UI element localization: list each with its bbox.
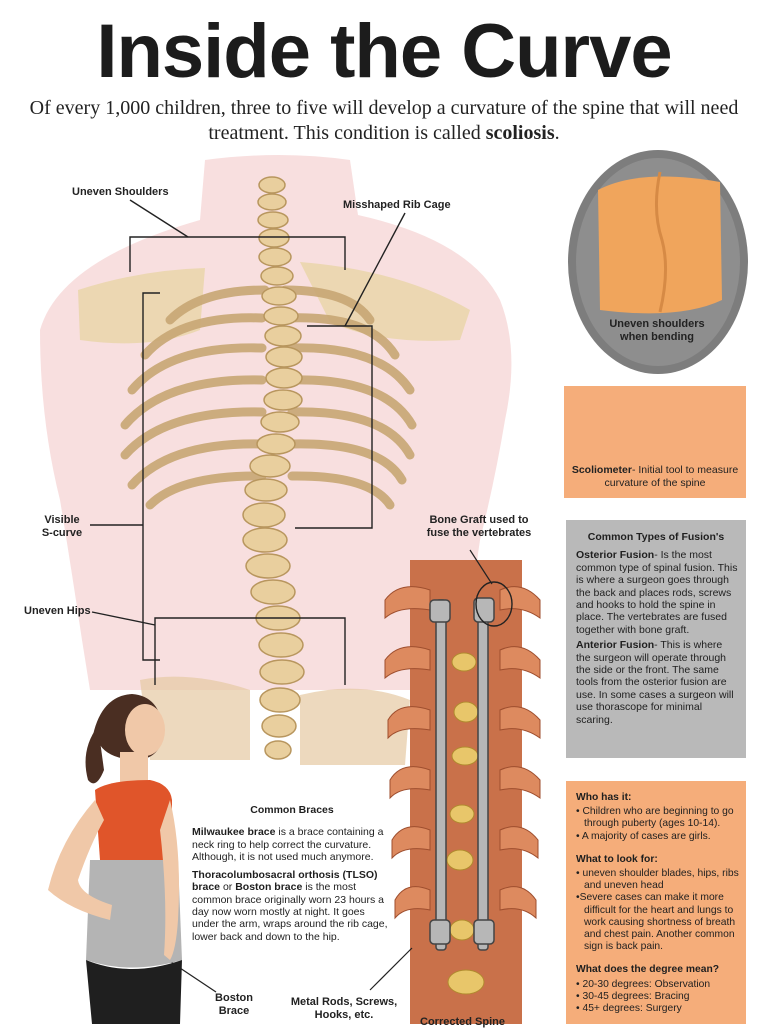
label-bone-graft: Bone Graft used to fuse the vertebrates — [420, 514, 538, 540]
intro-end: . — [554, 122, 560, 144]
label-corrected-spine: Corrected Spine — [420, 1016, 505, 1028]
spine — [242, 176, 305, 760]
look-for-list: • uneven shoulder blades, hips, ribs and… — [576, 868, 740, 953]
tlso-paragraph: Thoracolumbosacral orthosis (TLSO) brace… — [192, 869, 392, 943]
milwaukee-text: is a brace containing a neck ring to hel… — [192, 826, 384, 863]
label-bending-line2: when bending — [620, 331, 694, 343]
bending-inset — [568, 150, 748, 374]
shoulder-blade-left — [78, 268, 205, 344]
hip-right — [300, 688, 410, 765]
label-metal-rods-line1: Metal Rods, Screws, — [290, 996, 398, 1008]
label-boston-line1: Boston — [215, 992, 253, 1004]
tlso-or: or — [220, 881, 236, 894]
fusion-heading: Common Types of Fusion's — [587, 531, 725, 543]
fusion-types-panel: Common Types of Fusion's Osterior Fusion… — [566, 520, 746, 758]
tlso-text: is the most common brace originally worn… — [192, 881, 388, 943]
anterior-fusion-paragraph: Anterior Fusion- This is where the surge… — [576, 639, 738, 726]
scoliometer-desc: - Initial tool to measure curvature of t… — [604, 464, 739, 489]
posterior-fusion-text: - Is the most common type of spinal fusi… — [576, 549, 738, 636]
look-for-item: • uneven shoulder blades, hips, ribs and… — [576, 868, 739, 892]
who-heading: Who has it: — [576, 792, 632, 803]
label-bending: Uneven shoulders when bending — [600, 318, 714, 344]
who-list: • Children who are beginning to go throu… — [576, 806, 740, 843]
tlso-name: Thoracolumbosacral orthosis (TLSO) brace — [192, 869, 378, 894]
look-for-item: •Severe cases can make it more difficult… — [576, 892, 736, 953]
milwaukee-name: Milwaukee brace — [192, 826, 276, 839]
girl-in-brace-illustration — [48, 694, 182, 1024]
label-bone-graft-line2: fuse the vertebrates — [426, 527, 532, 539]
label-visible-line2: S-curve — [41, 527, 83, 539]
label-metal-rods: Metal Rods, Screws, Hooks, etc. — [284, 996, 404, 1022]
label-visible-s-curve: Visible S-curve — [40, 514, 84, 540]
braces-heading: Common Braces — [250, 804, 334, 816]
label-misshaped-rib-cage: Misshaped Rib Cage — [343, 199, 451, 211]
label-boston-line2: Brace — [218, 1005, 250, 1017]
degree-list: • 20-30 degrees: Observation • 30-45 deg… — [576, 979, 740, 1016]
hip-left — [140, 676, 250, 760]
label-boston-brace: Boston Brace — [206, 992, 262, 1018]
intro-paragraph: Of every 1,000 children, three to five w… — [20, 96, 748, 146]
milwaukee-paragraph: Milwaukee brace is a brace containing a … — [192, 826, 392, 863]
label-visible-line1: Visible — [44, 514, 80, 526]
anterior-fusion-name: Anterior Fusion — [576, 639, 655, 652]
degree-item: • 20-30 degrees: Observation — [576, 978, 711, 990]
label-bone-graft-line1: Bone Graft used to — [429, 514, 529, 526]
annotation-lines — [90, 199, 406, 685]
degree-item: • 30-45 degrees: Bracing — [576, 990, 690, 1002]
posterior-fusion-name: Osterior Fusion — [576, 549, 655, 562]
degree-item: • 45+ degrees: Surgery — [576, 1003, 682, 1015]
anterior-fusion-text: - This is where the surgeon will operate… — [576, 639, 734, 726]
scoliometer-name: Scoliometer — [571, 464, 632, 476]
scoliometer-panel: Scoliometer- Initial tool to measure cur… — [564, 386, 746, 498]
look-for-heading: What to look for: — [576, 853, 658, 865]
common-braces-section: Common Braces Milwaukee brace is a brace… — [192, 804, 392, 949]
label-uneven-shoulders: Uneven Shoulders — [72, 186, 169, 198]
scoliometer-caption: Scoliometer- Initial tool to measure cur… — [570, 464, 740, 490]
label-metal-rods-line2: Hooks, etc. — [314, 1009, 374, 1021]
who-has-it-panel: Who has it: • Children who are beginning… — [566, 781, 746, 1024]
fused-spine-illustration — [167, 549, 541, 1024]
rib-cage — [120, 285, 417, 510]
label-uneven-hips: Uneven Hips — [24, 605, 91, 617]
label-bending-line1: Uneven shoulders — [609, 318, 705, 330]
who-item: • A majority of cases are girls. — [576, 830, 711, 842]
who-item: • Children who are beginning to go throu… — [576, 806, 734, 830]
intro-term: scoliosis — [485, 122, 555, 144]
posterior-fusion-paragraph: Osterior Fusion- Is the most common type… — [576, 549, 738, 636]
intro-text: Of every 1,000 children, three to five w… — [29, 97, 739, 144]
boston-name: Boston brace — [235, 881, 303, 894]
degree-heading: What does the degree mean? — [576, 964, 720, 976]
page-title: Inside the Curve — [96, 9, 672, 94]
